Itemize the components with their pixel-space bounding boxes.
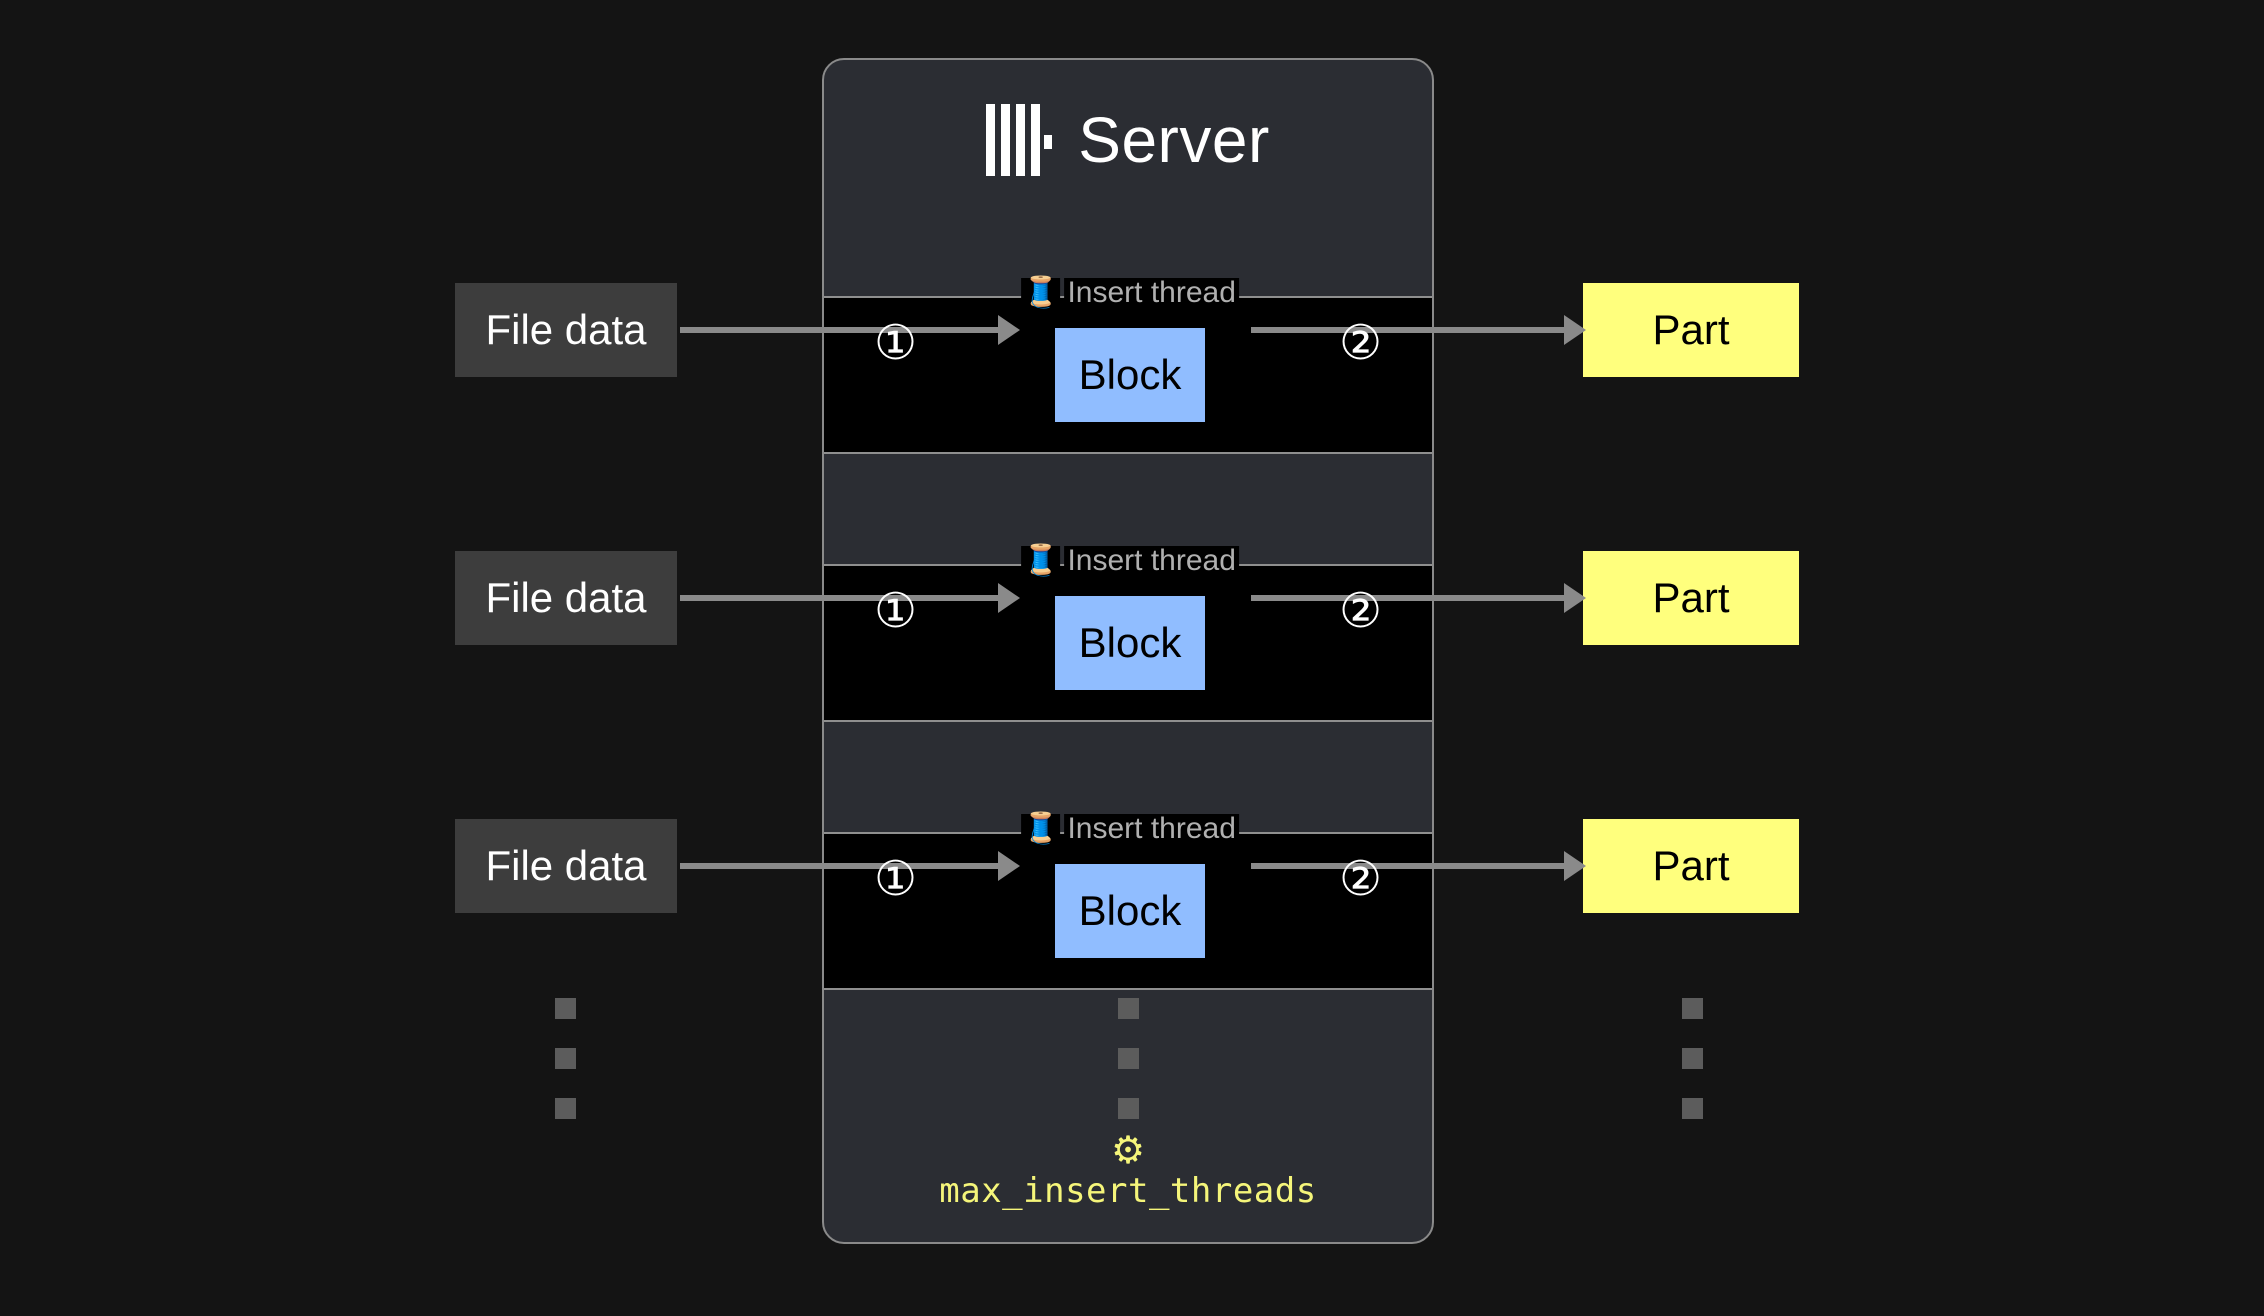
insert-thread-text: Insert thread [1064, 814, 1239, 844]
insert-thread-text: Insert thread [1064, 278, 1239, 308]
arrow-block-to-part [1251, 863, 1566, 869]
arrow-file-to-block [680, 327, 1000, 333]
file-data-label: File data [485, 574, 647, 621]
part-box: Part [1583, 283, 1799, 377]
setting-footer: ⚙ max_insert_threads [824, 1132, 1432, 1208]
file-data-box: File data [455, 819, 677, 913]
ellipsis-threads [1118, 998, 1139, 1119]
step-number-one: ① [874, 317, 918, 370]
server-panel: Server 🧵 Insert thread ① ② Block 🧵 Inser… [822, 58, 1434, 1244]
block-box: Block [1055, 864, 1205, 958]
block-box: Block [1055, 596, 1205, 690]
server-header: Server [824, 60, 1432, 220]
ellipsis-dot [555, 998, 576, 1019]
insert-thread-row: 🧵 Insert thread ① ② Block [824, 546, 1432, 722]
insert-thread-row: 🧵 Insert thread ① ② Block [824, 278, 1432, 454]
thread-spool-icon: 🧵 [1021, 276, 1061, 309]
thread-spool-icon: 🧵 [1021, 812, 1061, 845]
ellipsis-dot [1682, 998, 1703, 1019]
block-label: Block [1078, 619, 1182, 666]
insert-thread-label: 🧵 Insert thread [1021, 546, 1239, 576]
ellipsis-parts [1682, 998, 1703, 1119]
ellipsis-dot [1118, 1048, 1139, 1069]
block-box: Block [1055, 328, 1205, 422]
step-number-one: ① [874, 585, 918, 638]
part-label: Part [1652, 574, 1730, 621]
ellipsis-dot [1682, 1098, 1703, 1119]
thread-spool-icon: 🧵 [1021, 544, 1061, 577]
setting-name: max_insert_threads [939, 1171, 1317, 1211]
step-number-two: ② [1338, 585, 1382, 638]
ellipsis-dot [1682, 1048, 1703, 1069]
part-label: Part [1652, 842, 1730, 889]
server-title: Server [1078, 104, 1270, 176]
ellipsis-dot [555, 1048, 576, 1069]
file-data-box: File data [455, 283, 677, 377]
part-label: Part [1652, 306, 1730, 353]
step-number-one: ① [874, 853, 918, 906]
file-data-label: File data [485, 306, 647, 353]
insert-thread-text: Insert thread [1064, 546, 1239, 576]
arrow-file-to-block [680, 595, 1000, 601]
ellipsis-dot [1118, 1098, 1139, 1119]
ellipsis-dot [555, 1098, 576, 1119]
ellipsis-file-data [555, 998, 576, 1119]
insert-thread-label: 🧵 Insert thread [1021, 278, 1239, 308]
part-box: Part [1583, 551, 1799, 645]
step-number-two: ② [1338, 317, 1382, 370]
insert-thread-label: 🧵 Insert thread [1021, 814, 1239, 844]
file-data-box: File data [455, 551, 677, 645]
block-label: Block [1078, 887, 1182, 934]
block-label: Block [1078, 351, 1182, 398]
arrow-block-to-part [1251, 595, 1566, 601]
gear-icon: ⚙ [1110, 1130, 1146, 1172]
part-box: Part [1583, 819, 1799, 913]
arrow-block-to-part [1251, 327, 1566, 333]
step-number-two: ② [1338, 853, 1382, 906]
clickhouse-logo-icon [986, 104, 1053, 176]
arrow-file-to-block [680, 863, 1000, 869]
file-data-label: File data [485, 842, 647, 889]
ellipsis-dot [1118, 998, 1139, 1019]
insert-thread-row: 🧵 Insert thread ① ② Block [824, 814, 1432, 990]
